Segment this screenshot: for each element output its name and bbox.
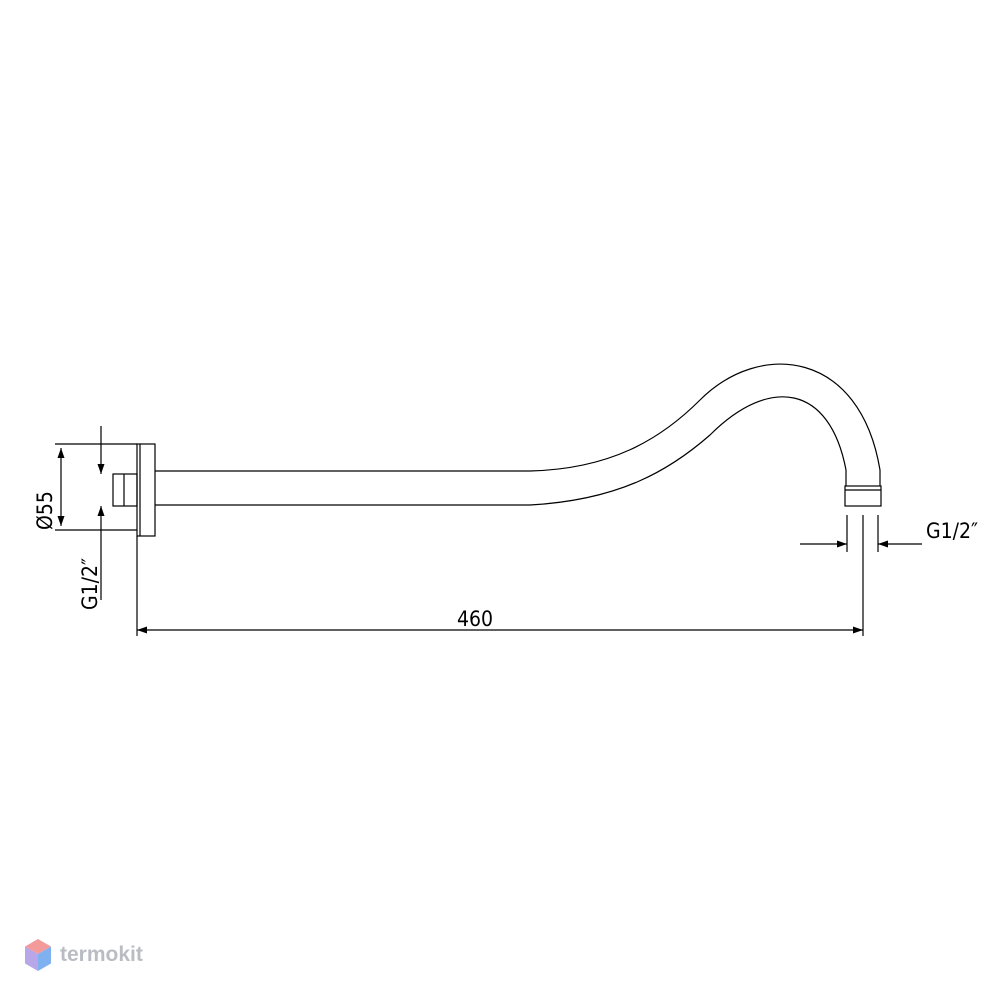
inlet-nipple (112, 473, 138, 507)
shower-arm-outer-edge (155, 363, 881, 486)
shower-arm-inner-edge (155, 396, 847, 506)
termokit-wordmark: termokit (60, 943, 143, 966)
outlet-nut (844, 485, 882, 507)
diameter-label: Ø55 (33, 491, 57, 530)
overall-length-label: 460 (457, 607, 493, 631)
outlet-thread-label: G1/2″ (926, 519, 978, 543)
termokit-logo-icon (25, 939, 51, 971)
inlet-thread-label: G1/2″ (78, 558, 102, 610)
termokit-watermark: termokit (24, 938, 143, 972)
